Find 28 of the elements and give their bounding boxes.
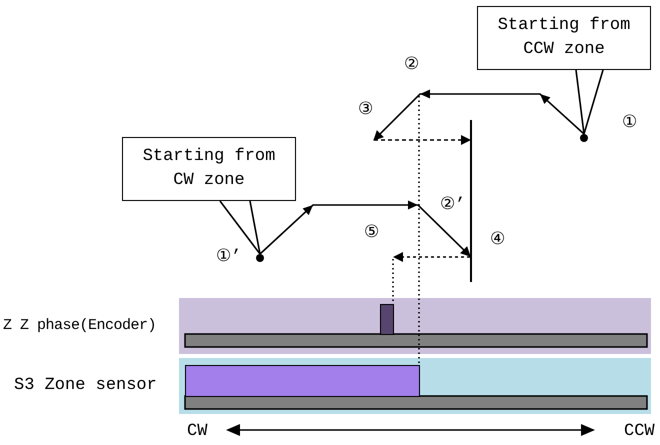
- callout-number: ①’: [216, 248, 242, 268]
- arrow: [259, 200, 471, 257]
- direction-label: CW: [187, 422, 208, 442]
- callout-number: ①: [622, 114, 637, 134]
- callout-number: ②: [404, 56, 419, 76]
- callout-number: ③: [358, 101, 373, 121]
- callout-number: ⑤: [364, 224, 379, 244]
- z-pulse-bar: [380, 304, 394, 335]
- reference-line: [418, 96, 420, 365]
- limit-line: [470, 120, 472, 282]
- callout-text: Starting from CW zone: [142, 146, 276, 192]
- row-label: S3 Zone sensor: [14, 376, 157, 396]
- callout-tail: [219, 200, 261, 255]
- reference-line: [392, 259, 394, 304]
- callout-tail: [575, 69, 604, 135]
- dashed-arrow: [374, 135, 471, 145]
- direction-label: CCW: [624, 422, 655, 442]
- arrow: [373, 90, 585, 141]
- callout-number: ②’: [440, 196, 466, 216]
- callout-box: [477, 6, 651, 70]
- start-dot: [580, 134, 588, 142]
- start-dot: [256, 254, 264, 262]
- callout-text: Starting from CCW zone: [496, 15, 632, 61]
- sensor-on-bar: [185, 365, 420, 397]
- callout-number: ④: [490, 231, 505, 251]
- row-label: Z Z phase(Encoder): [3, 316, 156, 336]
- callout-box: [122, 137, 296, 201]
- dashed-arrow: [393, 252, 470, 262]
